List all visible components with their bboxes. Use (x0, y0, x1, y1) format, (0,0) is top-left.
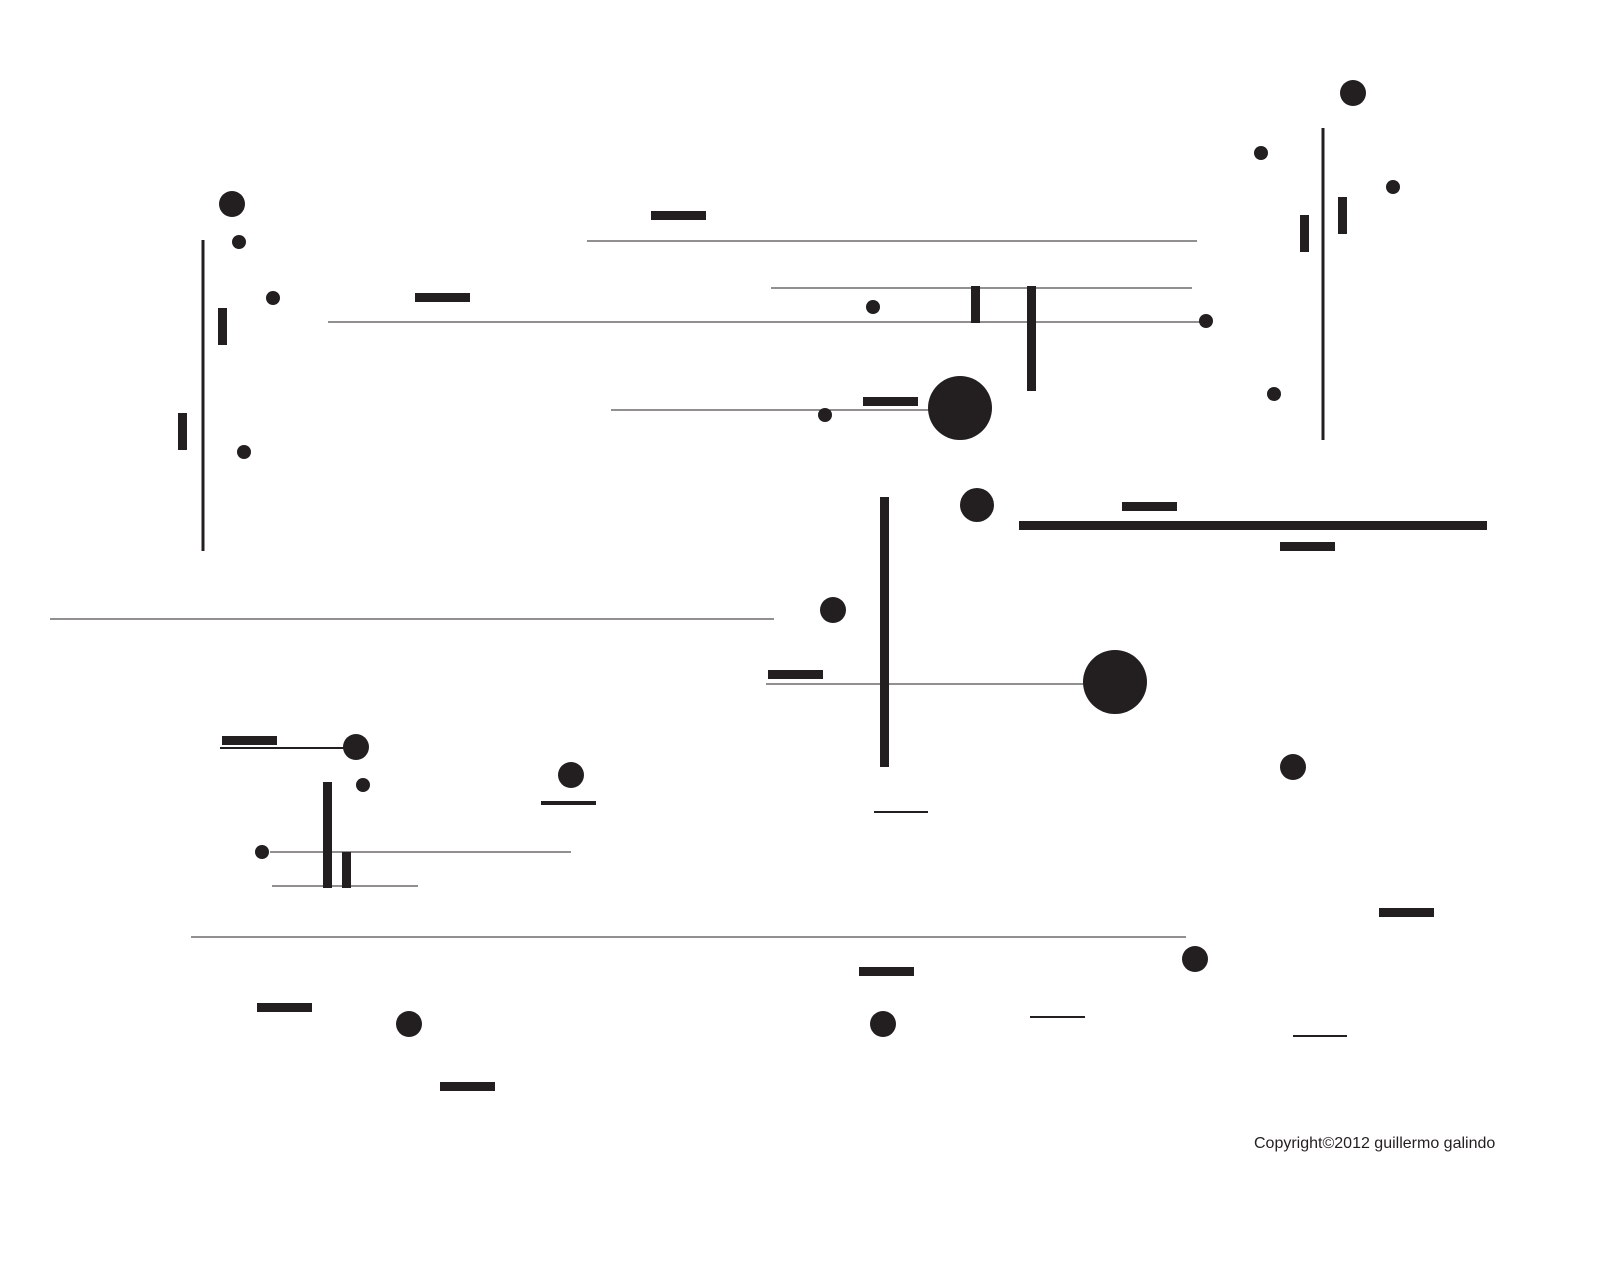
bar (859, 967, 914, 976)
bar (342, 852, 351, 888)
dot (396, 1011, 422, 1037)
dot (1199, 314, 1213, 328)
dot (232, 235, 246, 249)
dot (818, 408, 832, 422)
dot (1254, 146, 1268, 160)
dot (960, 488, 994, 522)
dot (266, 291, 280, 305)
bar (1122, 502, 1177, 511)
dots (219, 80, 1400, 1037)
bar (1338, 197, 1347, 234)
dot (820, 597, 846, 623)
dot (219, 191, 245, 217)
dot (928, 376, 992, 440)
dot (343, 734, 369, 760)
copyright-text: Copyright©2012 guillermo galindo (1254, 1135, 1496, 1152)
bar (222, 736, 277, 745)
bar (1300, 215, 1309, 252)
bar (880, 497, 889, 767)
dot (866, 300, 880, 314)
dot (558, 762, 584, 788)
bar (440, 1082, 495, 1091)
dot (1182, 946, 1208, 972)
bar (218, 308, 227, 345)
bar (1019, 521, 1487, 530)
bar (323, 782, 332, 888)
bar (1379, 908, 1434, 917)
dot (1386, 180, 1400, 194)
dot (1280, 754, 1306, 780)
bar (178, 413, 187, 450)
bar (1280, 542, 1335, 551)
dot (1340, 80, 1366, 106)
bar (863, 397, 918, 406)
bar (651, 211, 706, 220)
dot (356, 778, 370, 792)
bar (971, 286, 980, 323)
dot (237, 445, 251, 459)
dot (1083, 650, 1147, 714)
dot (870, 1011, 896, 1037)
bar (257, 1003, 312, 1012)
dot (1267, 387, 1281, 401)
bar (768, 670, 823, 679)
bar (1027, 286, 1036, 391)
dot (255, 845, 269, 859)
thin-lines (50, 128, 1347, 1037)
bars (178, 197, 1487, 1091)
bar (415, 293, 470, 302)
